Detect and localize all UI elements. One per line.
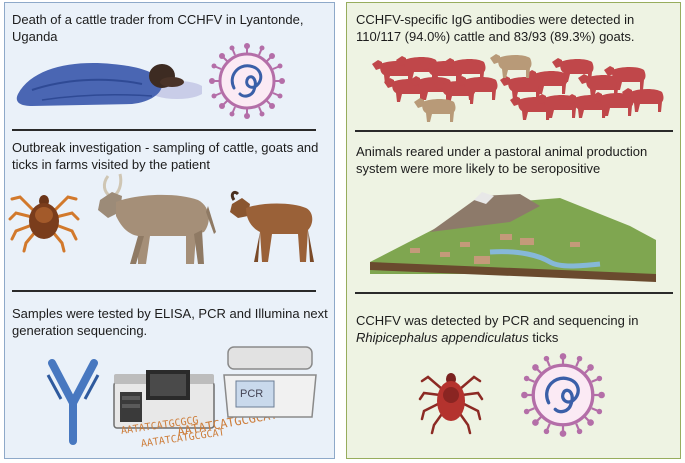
caption-tick-detection-suffix: ticks xyxy=(528,329,559,345)
left-divider-2 xyxy=(12,290,316,292)
caption-death-trader: Death of a cattle trader from CCHFV in L… xyxy=(12,12,304,44)
virus-icon xyxy=(521,353,605,437)
left-divider-1 xyxy=(12,129,316,131)
right-divider-2 xyxy=(355,292,673,294)
right-divider-1 xyxy=(355,130,673,132)
seropositive-animals-illustration xyxy=(372,54,664,122)
goat-illustration xyxy=(230,190,314,262)
caption-tick-detection: CCHFV was detected by PCR and sequencing… xyxy=(356,313,674,346)
caption-samples-tested: Samples were tested by ELISA, PCR and Il… xyxy=(12,306,328,338)
cow-illustration xyxy=(98,173,216,264)
pastoral-landscape-illustration xyxy=(370,192,656,282)
pcr-label: PCR xyxy=(240,388,264,400)
sequencer-illustration xyxy=(113,370,215,429)
red-tick-illustration xyxy=(418,373,484,435)
antibody-icon xyxy=(46,359,100,445)
caption-pastoral-system: Animals reared under a pastoral animal p… xyxy=(356,144,648,176)
tick-illustration xyxy=(8,195,80,253)
caption-tick-detection-prefix: CCHFV was detected by PCR and sequencing… xyxy=(356,313,639,328)
virus-icon xyxy=(209,43,285,119)
deceased-person-illustration xyxy=(16,63,202,106)
caption-igg-antibodies: CCHFV-specific IgG antibodies were detec… xyxy=(356,12,635,44)
pcr-machine-illustration xyxy=(223,346,317,418)
tick-species-name: Rhipicephalus appendiculatus xyxy=(356,329,529,345)
caption-outbreak-investigation: Outbreak investigation - sampling of cat… xyxy=(12,140,319,172)
